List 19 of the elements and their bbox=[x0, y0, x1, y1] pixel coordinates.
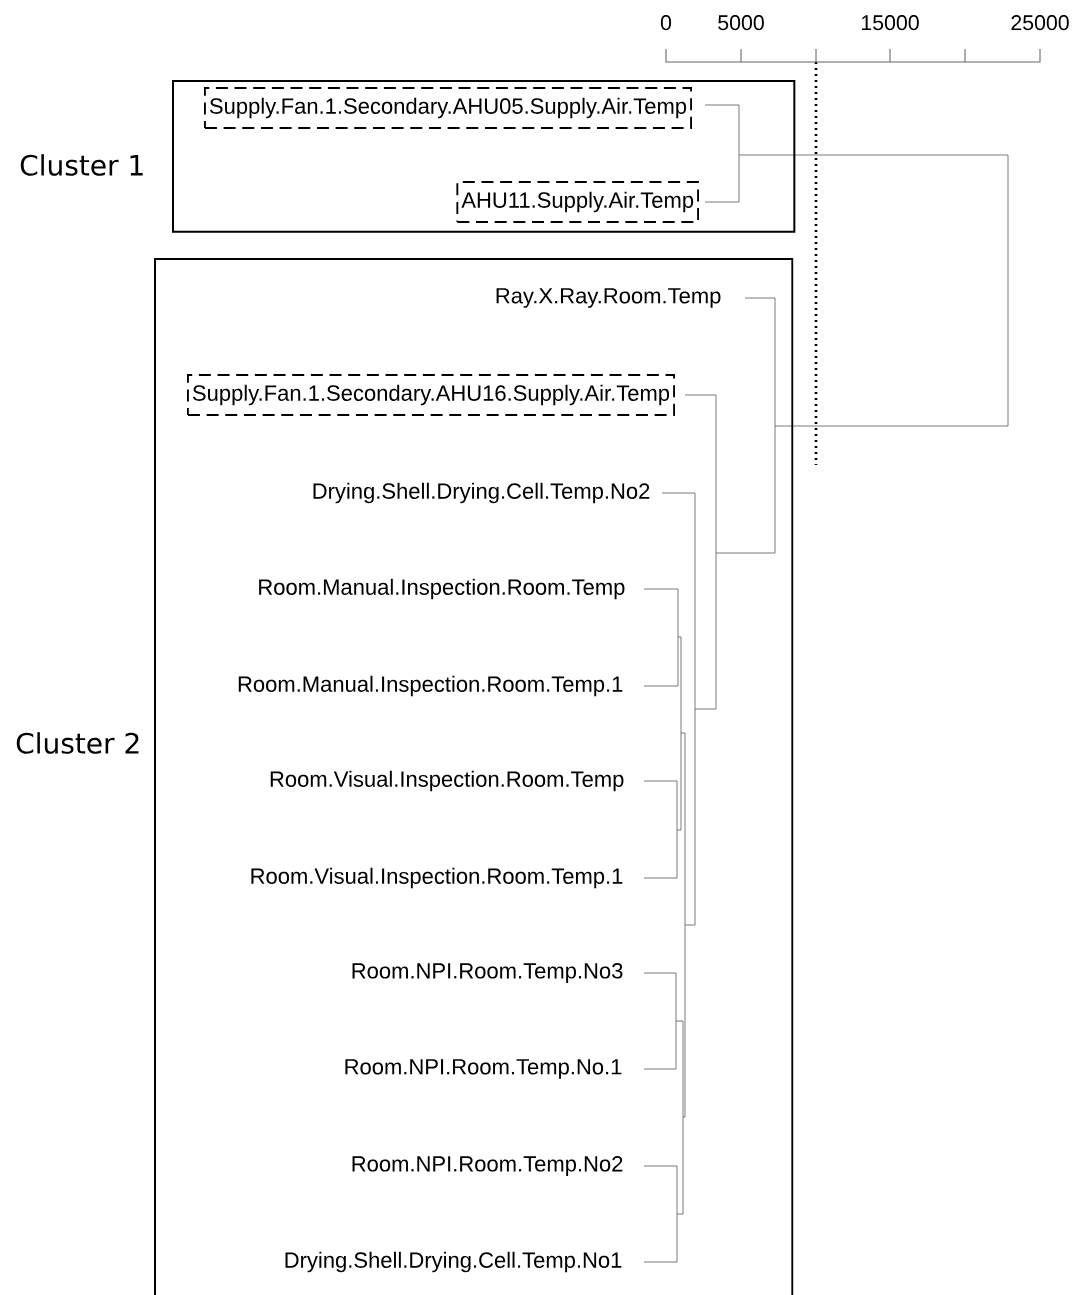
leaf-label: Room.NPI.Room.Temp.No2 bbox=[352, 1156, 623, 1176]
dashed-label-box: AHU11.Supply.Air.Temp bbox=[456, 181, 699, 223]
tick-label: 0 bbox=[660, 15, 672, 31]
leaf-label: Ray.X.Ray.Room.Temp bbox=[496, 288, 721, 308]
tick-label: 5000 bbox=[718, 15, 764, 31]
tick-label: 15000 bbox=[862, 15, 919, 31]
leaf-label: Room.Visual.Inspection.Room.Temp bbox=[270, 770, 624, 792]
dashed-label-box: Supply.Fan.1.Secondary.AHU16.Supply.Air.Temp bbox=[187, 374, 675, 416]
leaf-label: Room.NPI.Room.Temp.No3 bbox=[352, 963, 623, 983]
leaf-label: Room.Visual.Inspection.Room.Temp.1 bbox=[251, 867, 623, 889]
leaf-label: Drying.Shell.Drying.Cell.Temp.No1 bbox=[285, 1251, 622, 1273]
cluster-label: Cluster 2 bbox=[16, 732, 139, 754]
dashed-label-box: Supply.Fan.1.Secondary.AHU05.Supply.Air.Temp bbox=[204, 87, 692, 129]
tick-label: 25000 bbox=[1011, 15, 1069, 31]
leaf-label: Room.NPI.Room.Temp.No.1 bbox=[345, 1059, 622, 1079]
leaf-label: Room.Manual.Inspection.Room.Temp bbox=[259, 578, 625, 600]
cluster-label: Cluster 1 bbox=[20, 154, 143, 176]
leaf-label: Room.Manual.Inspection.Room.Temp.1 bbox=[238, 675, 623, 697]
leaf-label: Drying.Shell.Drying.Cell.Temp.No2 bbox=[313, 482, 650, 504]
